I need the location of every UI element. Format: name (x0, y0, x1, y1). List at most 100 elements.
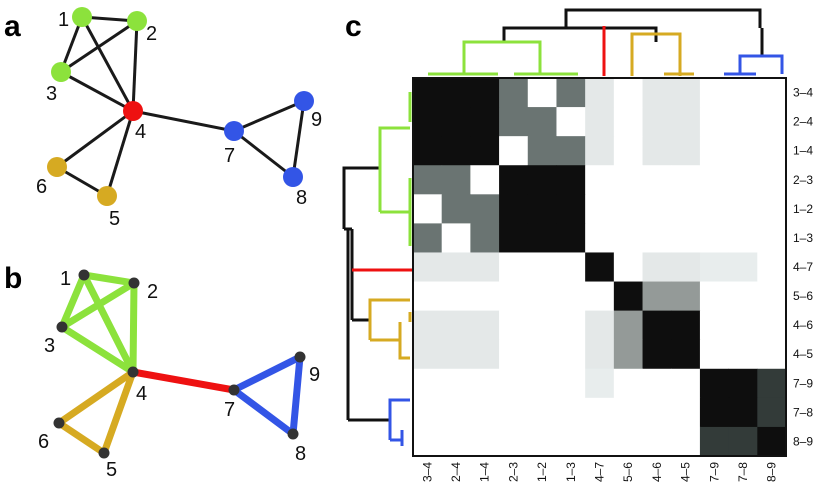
matrix-cell-0-1 (441, 78, 471, 108)
matrix-cell-6-12 (757, 252, 787, 282)
graph-a-node-label-1: 1 (58, 9, 69, 31)
graph-a-node-4 (123, 101, 143, 121)
matrix-cell-2-6 (585, 136, 615, 166)
matrix-cell-9-0 (413, 339, 443, 370)
panel-a-edges (56, 15, 306, 198)
matrix-cell-12-4 (527, 426, 557, 457)
matrix-row-label-4: 1–2 (793, 202, 813, 216)
matrix-cell-3-8 (642, 165, 672, 195)
matrix-cell-8-10 (699, 310, 730, 341)
graph-b-node-3 (56, 321, 68, 333)
matrix-cell-10-12 (757, 368, 787, 399)
graph-b-node-9 (294, 351, 306, 363)
matrix-cell-5-1 (441, 223, 471, 253)
matrix-cell-11-12 (757, 397, 787, 428)
matrix-cell-1-11 (728, 107, 758, 137)
matrix-cell-11-0 (413, 397, 443, 428)
matrix-cell-11-5 (556, 397, 586, 428)
matrix-cell-3-6 (585, 165, 615, 195)
matrix-cell-3-7 (613, 165, 643, 195)
matrix-cell-2-9 (671, 136, 701, 166)
matrix-cell-4-11 (728, 194, 758, 224)
graph-a-node-7 (224, 121, 244, 141)
matrix-row-label-3: 2–3 (793, 173, 813, 187)
matrix-cell-12-0 (413, 426, 443, 457)
graph-b-edge-1-2 (80, 271, 138, 287)
matrix-cell-0-12 (757, 78, 787, 108)
graph-a-node-3 (51, 62, 71, 82)
matrix-cell-7-1 (441, 281, 471, 312)
matrix-cell-9-11 (728, 339, 758, 370)
matrix-cell-3-5 (556, 165, 586, 195)
matrix-cell-12-5 (556, 426, 586, 457)
matrix-cell-4-0 (413, 194, 443, 224)
matrix-cell-12-3 (499, 426, 529, 457)
matrix-cell-8-8 (642, 310, 672, 341)
matrix-cell-4-2 (470, 194, 500, 224)
matrix-cell-5-7 (613, 223, 643, 253)
graph-a-node-label-8: 8 (296, 187, 307, 209)
matrix-col-label-9: 4–5 (679, 462, 693, 482)
matrix-cell-9-3 (499, 339, 529, 370)
matrix-cell-10-7 (613, 368, 643, 399)
matrix-cell-10-5 (556, 368, 586, 399)
matrix-cell-0-2 (470, 78, 500, 108)
graph-b-node-2 (128, 277, 140, 289)
matrix-cell-7-7 (613, 281, 643, 312)
matrix-cell-0-9 (671, 78, 701, 108)
graph-a-node-label-6: 6 (36, 176, 47, 198)
graph-b-edge-2-4 (129, 279, 138, 376)
matrix-cell-11-11 (728, 397, 758, 428)
graph-b-edge-2-3 (58, 279, 138, 331)
matrix-cell-7-4 (527, 281, 557, 312)
matrix-cell-2-7 (613, 136, 643, 166)
panel-label-c: c (345, 10, 362, 43)
matrix-cell-7-6 (585, 281, 615, 312)
matrix-cell-7-12 (757, 281, 787, 312)
matrix-cell-5-9 (671, 223, 701, 253)
matrix-cell-2-8 (642, 136, 672, 166)
matrix-col-label-2: 1–4 (478, 462, 492, 482)
matrix-cell-5-3 (499, 223, 529, 253)
matrix-cell-9-5 (556, 339, 586, 370)
matrix-cell-10-6 (585, 368, 615, 399)
matrix-col-label-1: 2–4 (449, 462, 463, 482)
matrix-cell-9-1 (441, 339, 471, 370)
matrix-col-label-0: 3–4 (420, 462, 434, 482)
matrix-cell-3-9 (671, 165, 701, 195)
matrix-cell-10-9 (671, 368, 701, 399)
matrix-cell-6-0 (413, 252, 443, 282)
matrix-cell-6-4 (527, 252, 557, 282)
matrix-cell-7-2 (470, 281, 500, 312)
panel-label-b: b (4, 262, 22, 295)
matrix-cell-3-3 (499, 165, 529, 195)
matrix-row-label-1: 2–4 (793, 115, 813, 129)
matrix-cell-4-1 (441, 194, 471, 224)
matrix-cell-8-3 (499, 310, 529, 341)
graph-b-node-1 (78, 269, 90, 281)
matrix-cell-1-9 (671, 107, 701, 137)
matrix-cell-12-9 (671, 426, 701, 457)
matrix-row-label-9: 4–5 (793, 347, 813, 361)
matrix-cell-5-0 (413, 223, 443, 253)
matrix-cell-6-10 (699, 252, 730, 282)
matrix-cell-7-9 (671, 281, 701, 312)
graph-b-edge-1-4 (80, 271, 137, 376)
matrix-cell-4-7 (613, 194, 643, 224)
graph-a-node-9 (294, 91, 314, 111)
matrix-cell-4-10 (699, 194, 730, 224)
graph-a-edge-2-3 (60, 19, 138, 74)
matrix-cell-5-12 (757, 223, 787, 253)
matrix-cell-2-2 (470, 136, 500, 166)
matrix-cell-4-6 (585, 194, 615, 224)
matrix-cell-1-5 (556, 107, 586, 137)
matrix-cell-8-6 (585, 310, 615, 341)
matrix-cell-1-6 (585, 107, 615, 137)
matrix-cell-4-4 (527, 194, 557, 224)
matrix-col-label-3: 2–3 (506, 462, 520, 482)
matrix-cell-1-0 (413, 107, 443, 137)
matrix-cell-4-3 (499, 194, 529, 224)
graph-b-edge-5-6 (55, 419, 108, 457)
